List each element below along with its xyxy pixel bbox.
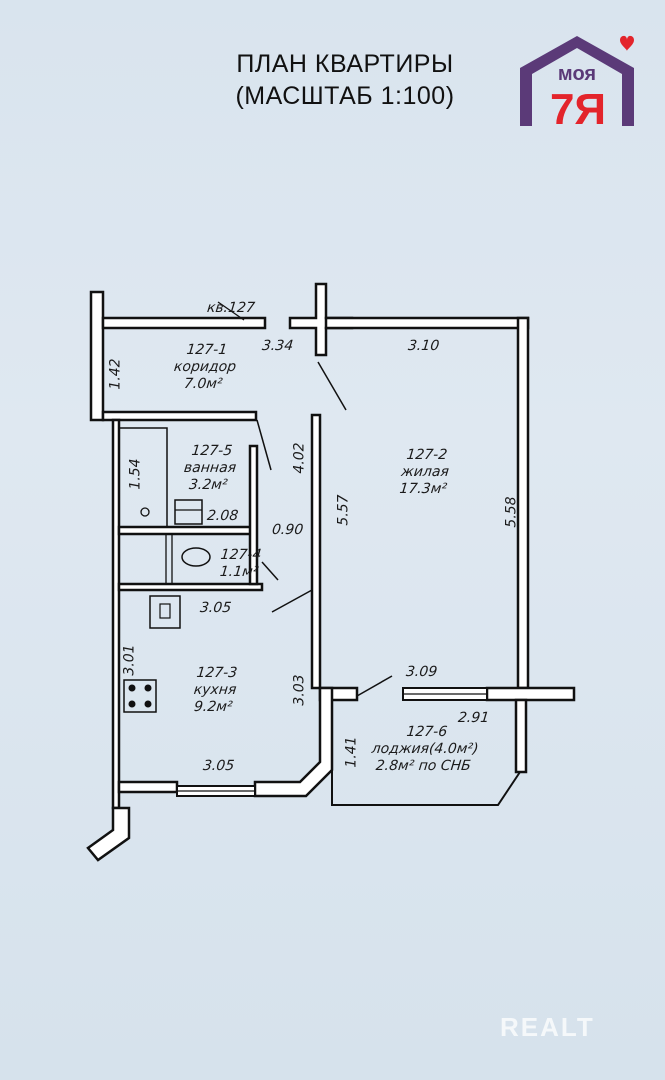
room-127-2: 127-2 жилая 17.3м² <box>377 447 472 498</box>
wall-bath-right <box>248 444 259 586</box>
dim-kitchen-right: 3.03 <box>291 674 308 706</box>
room-127-3: 127-3 кухня 9.2м² <box>172 665 257 716</box>
wall-loggia-right <box>514 698 528 774</box>
room-id: 127-4 <box>219 547 263 563</box>
door-kitchen <box>271 589 313 613</box>
dim-kitchen-left: 3.01 <box>121 644 138 676</box>
room-id: 127-6 <box>405 724 449 740</box>
wall-left-outer <box>111 418 121 810</box>
wc-tank-icon <box>165 533 173 585</box>
wall-kitchen-bottom-right <box>253 686 334 798</box>
room-127-4: 127-4 1.1м² <box>208 547 272 581</box>
room-area: 17.3м² <box>398 481 448 497</box>
dim-living-bottom: 3.09 <box>405 664 439 680</box>
toilet-icon <box>181 547 211 567</box>
room-name: кухня <box>192 682 238 698</box>
wall-bottom-left-bump <box>86 806 131 862</box>
dim-corridor-height: 1.42 <box>107 358 124 390</box>
dim-kitchen-top: 3.05 <box>199 600 233 616</box>
logo-top-text: моя <box>558 63 596 85</box>
door-loggia <box>356 675 393 697</box>
wall-living-top <box>324 316 530 330</box>
dim-bath-height: 1.54 <box>127 458 144 490</box>
dim-bath-width: 2.08 <box>206 508 240 524</box>
wall-bath-bottom <box>117 525 258 536</box>
logo-main-text: 7Я <box>550 85 606 132</box>
room-id: 127-2 <box>405 447 449 463</box>
apartment-label: кв.127 <box>206 300 256 316</box>
door-corridor <box>317 361 347 411</box>
fridge-icon <box>149 595 181 629</box>
heart-icon <box>620 35 634 51</box>
house-roof-icon <box>520 36 634 126</box>
room-area: 2.8м² по СНБ <box>374 758 472 774</box>
wall-kitchen-bottom-left <box>117 780 179 794</box>
wall-corridor-top <box>101 316 267 330</box>
dim-loggia-width: 2.91 <box>457 710 491 726</box>
room-id: 127-5 <box>190 443 234 459</box>
dim-corridor-width: 3.34 <box>261 338 295 354</box>
room-127-6: 127-6 лоджия(4.0м²) 2.8м² по СНБ <box>357 724 492 775</box>
dim-living-right: 5.58 <box>503 496 520 528</box>
wall-corridor-left <box>89 290 105 422</box>
wall-living-bottom-right <box>485 686 576 702</box>
wall-wc-bottom <box>117 582 264 592</box>
logo: моя 7Я <box>520 35 634 132</box>
dim-loggia-height: 1.41 <box>343 736 360 768</box>
room-id: 127-3 <box>195 665 239 681</box>
room-area: 7.0м² <box>183 376 224 392</box>
room-name: коридор <box>173 359 237 375</box>
stove-icon <box>123 679 157 713</box>
plan-title: ПЛАН КВАРТИРЫ (МАСШТАБ 1:100) <box>200 48 490 112</box>
dim-living-left: 5.57 <box>335 494 352 526</box>
wall-corridor-bottom <box>101 410 258 422</box>
room-name: лоджия(4.0м²) <box>370 741 480 757</box>
room-127-1: 127-1 коридор 7.0м² <box>162 342 247 393</box>
room-id: 127-1 <box>185 342 229 358</box>
title-line-1: ПЛАН КВАРТИРЫ <box>236 50 454 78</box>
room-area: 1.1м² <box>219 564 260 580</box>
door-bath <box>256 419 272 471</box>
apt-label-leader <box>217 301 245 321</box>
loggia-outline <box>331 700 521 806</box>
wall-partition <box>310 413 322 690</box>
dim-door: 0.90 <box>271 522 305 538</box>
room-127-5: 127-5 ванная 3.2м² <box>167 443 252 494</box>
room-area: 3.2м² <box>188 477 229 493</box>
sink-icon <box>174 499 203 525</box>
room-name: жилая <box>400 464 450 480</box>
room-name: ванная <box>183 460 237 476</box>
dim-kitchen-bottom: 3.05 <box>202 758 236 774</box>
watermark: REALT <box>500 1012 595 1042</box>
dim-living-top: 3.10 <box>407 338 441 354</box>
room-area: 9.2м² <box>193 699 234 715</box>
title-line-2: (МАСШТАБ 1:100) <box>235 82 455 110</box>
dim-bath-side: 4.02 <box>291 442 308 474</box>
bathtub-icon <box>118 427 168 528</box>
door-wc <box>261 561 279 581</box>
